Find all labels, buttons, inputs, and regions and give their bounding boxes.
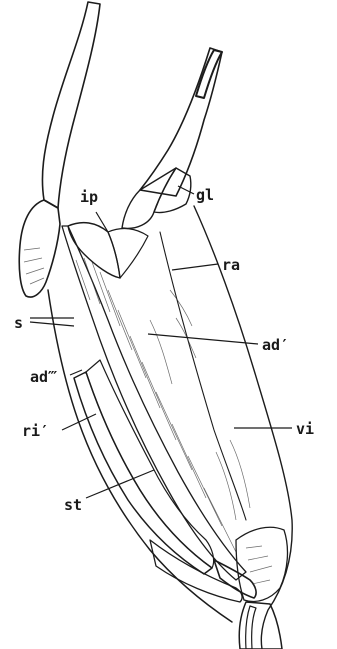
- label-ra: ra: [222, 256, 240, 274]
- leader-ad-prime: [148, 334, 258, 344]
- leader-ip: [96, 212, 108, 232]
- gluteal-muscle-shape: [122, 168, 191, 228]
- label-gl: gl: [196, 186, 214, 204]
- leader-ra: [172, 264, 218, 270]
- label-ad-triple-prime: ad‴: [30, 368, 57, 386]
- ilium-bone: [19, 2, 222, 297]
- label-s: s: [14, 314, 23, 332]
- semitendinosus-strip: [150, 540, 256, 602]
- leader-s-2: [30, 322, 74, 326]
- label-st: st: [64, 496, 82, 514]
- leader-st: [86, 470, 154, 498]
- label-ip: ip: [80, 188, 98, 206]
- leader-gl: [178, 186, 194, 194]
- label-vi: vi: [296, 420, 314, 438]
- adductor-band: [62, 226, 246, 580]
- label-ri-prime: ri′: [22, 422, 49, 440]
- label-ad-prime: ad′: [262, 336, 289, 354]
